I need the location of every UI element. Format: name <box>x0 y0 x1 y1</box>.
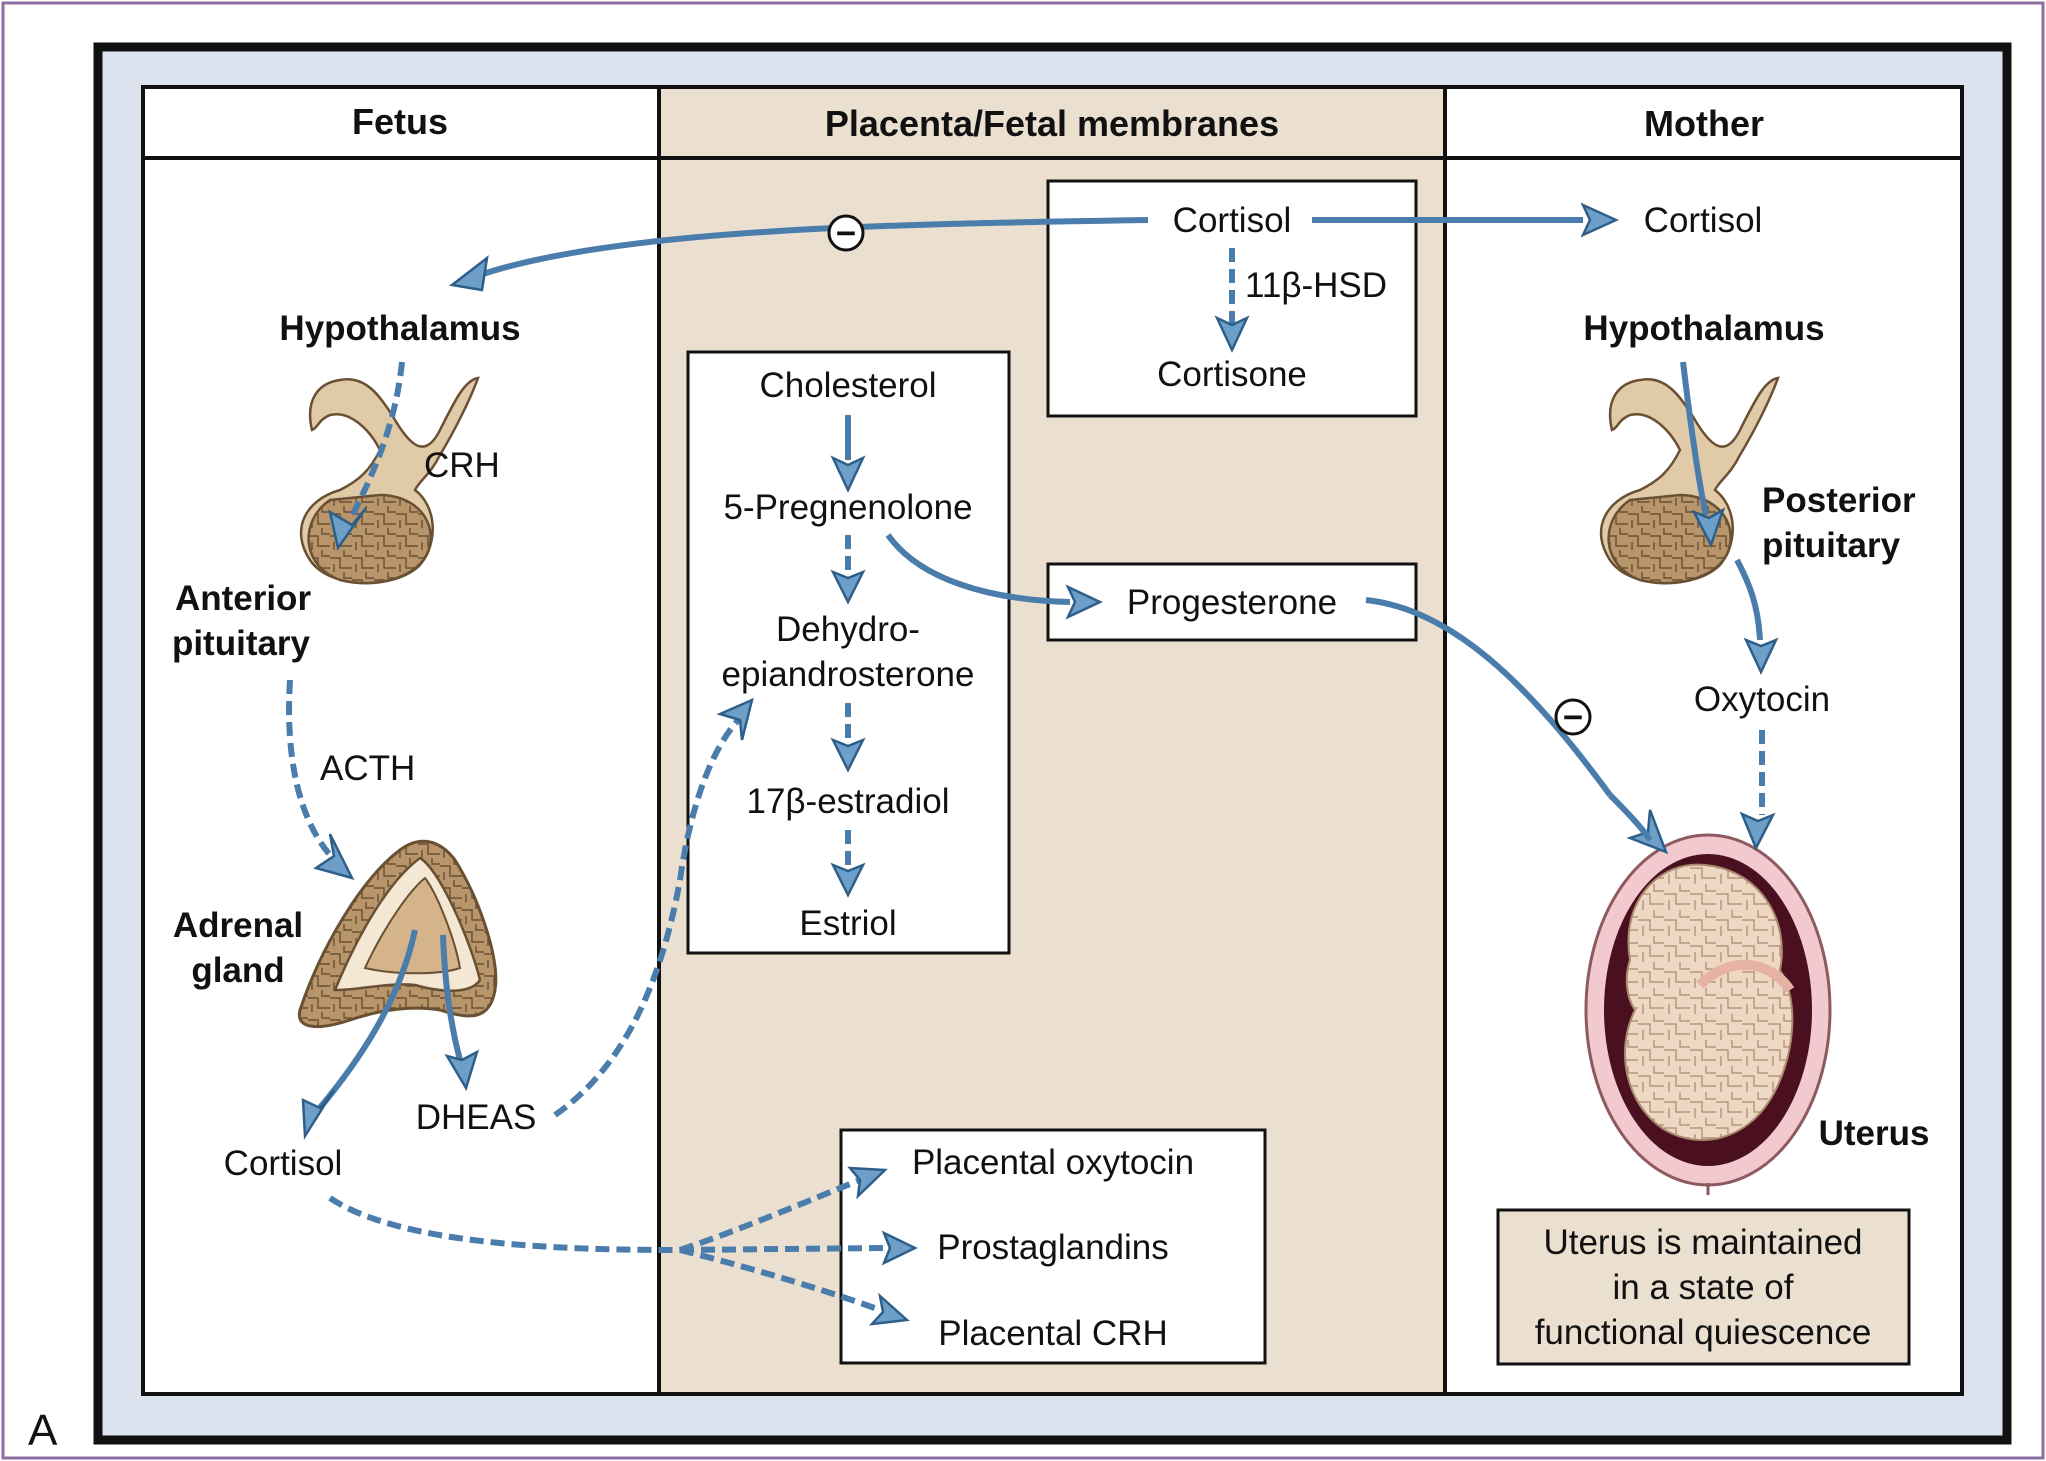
enzyme-label: 11β-HSD <box>1245 266 1387 305</box>
estriol-label: Estriol <box>799 904 896 943</box>
acth-label: ACTH <box>320 749 415 788</box>
arrow-cortisol-to-fetal-hypothalamus <box>479 217 1149 278</box>
anterior-pituitary-label-1: Anterior <box>175 579 312 618</box>
header-placenta: Placenta/Fetal membranes <box>825 103 1279 144</box>
uterus-icon <box>1584 833 1832 1195</box>
inhibit-marker-uterus <box>1554 698 1592 736</box>
cortisone-label: Cortisone <box>1157 355 1307 394</box>
quiescence-line-1: Uterus is maintained <box>1543 1223 1862 1262</box>
fetal-cortisol-label: Cortisol <box>224 1144 343 1183</box>
estradiol-label: 17β-estradiol <box>746 782 949 821</box>
fetal-crh-label: CRH <box>424 446 500 485</box>
anterior-pituitary-label-2: pituitary <box>172 624 311 663</box>
maternal-oxytocin-label: Oxytocin <box>1694 680 1830 719</box>
progesterone-box <box>1046 562 1418 642</box>
fetal-hypothalamus-label: Hypothalamus <box>279 309 520 348</box>
svg-text:−: − <box>1563 698 1583 737</box>
pregnenolone-label: 5-Pregnenolone <box>723 488 972 527</box>
maternal-cortisol-label: Cortisol <box>1644 201 1763 240</box>
cholesterol-label: Cholesterol <box>759 366 936 405</box>
posterior-pituitary-label-2: pituitary <box>1762 526 1901 565</box>
uterus-label: Uterus <box>1819 1114 1930 1153</box>
placental-oxytocin-label: Placental oxytocin <box>912 1143 1194 1182</box>
posterior-pituitary-label-1: Posterior <box>1762 481 1916 520</box>
panel-letter: A <box>28 1406 58 1455</box>
placental-cortisol-label: Cortisol <box>1173 201 1292 240</box>
maternal-hypothalamus-label: Hypothalamus <box>1583 309 1824 348</box>
dhea-label-1: Dehydro- <box>776 610 920 649</box>
quiescence-line-2: in a state of <box>1613 1268 1794 1307</box>
progesterone-label: Progesterone <box>1127 583 1337 622</box>
inhibit-marker-fetal <box>827 214 865 252</box>
adrenal-label-1: Adrenal <box>173 906 303 945</box>
prostaglandins-label: Prostaglandins <box>937 1228 1169 1267</box>
quiescence-box <box>1496 1208 1911 1366</box>
svg-text:−: − <box>836 214 856 253</box>
placental-crh-label: Placental CRH <box>938 1314 1168 1353</box>
dhea-label-2: epiandrosterone <box>722 655 975 694</box>
adrenal-label-2: gland <box>191 951 284 990</box>
dheas-label: DHEAS <box>416 1098 537 1137</box>
quiescence-line-3: functional quiescence <box>1535 1313 1872 1352</box>
header-mother: Mother <box>1644 103 1764 144</box>
header-fetus: Fetus <box>352 101 448 142</box>
